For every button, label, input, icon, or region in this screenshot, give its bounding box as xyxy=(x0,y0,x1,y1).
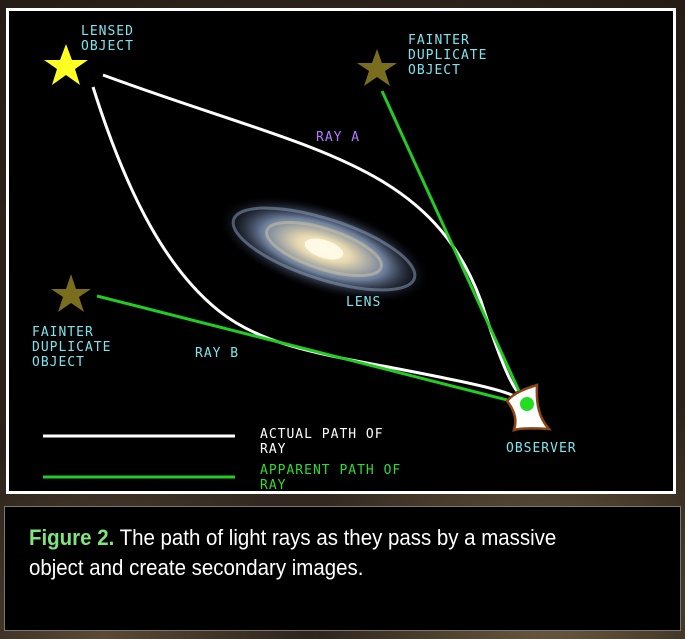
figure-caption: Figure 2. The path of light rays as they… xyxy=(4,506,681,631)
lensed-star-icon xyxy=(44,44,88,85)
fainter-duplicate-top-label: FAINTER DUPLICATE OBJECT xyxy=(408,33,488,78)
caption-text: The path of light rays as they pass by a… xyxy=(29,525,557,580)
ray-b-label: RAY B xyxy=(195,346,240,361)
observer-eye-icon xyxy=(505,383,553,432)
observer-label: OBSERVER xyxy=(506,441,577,456)
apparent-path-top xyxy=(380,90,521,392)
apparent-path-left xyxy=(96,294,520,405)
ray-a-label: RAY A xyxy=(316,130,361,145)
diagram-panel: LENSED OBJECT FAINTER DUPLICATE OBJECT F… xyxy=(6,8,676,494)
duplicate-star-icon xyxy=(357,49,397,86)
figure-label: Figure 2. xyxy=(29,525,115,550)
galaxy-icon xyxy=(220,196,428,302)
diagram-canvas xyxy=(43,44,553,479)
fainter-duplicate-left-label: FAINTER DUPLICATE OBJECT xyxy=(32,325,112,370)
lens-label: LENS xyxy=(346,295,382,310)
actual-path-ray-a xyxy=(102,73,519,392)
lensed-object-label: LENSED OBJECT xyxy=(81,24,134,54)
duplicate-star-icon xyxy=(51,274,91,312)
actual-path-ray-b xyxy=(91,86,515,398)
caption-text-block: Figure 2. The path of light rays as they… xyxy=(29,523,606,583)
legend-apparent-label: APPARENT PATH OF RAY xyxy=(260,463,402,493)
legend-actual-label: ACTUAL PATH OF RAY xyxy=(260,427,384,457)
